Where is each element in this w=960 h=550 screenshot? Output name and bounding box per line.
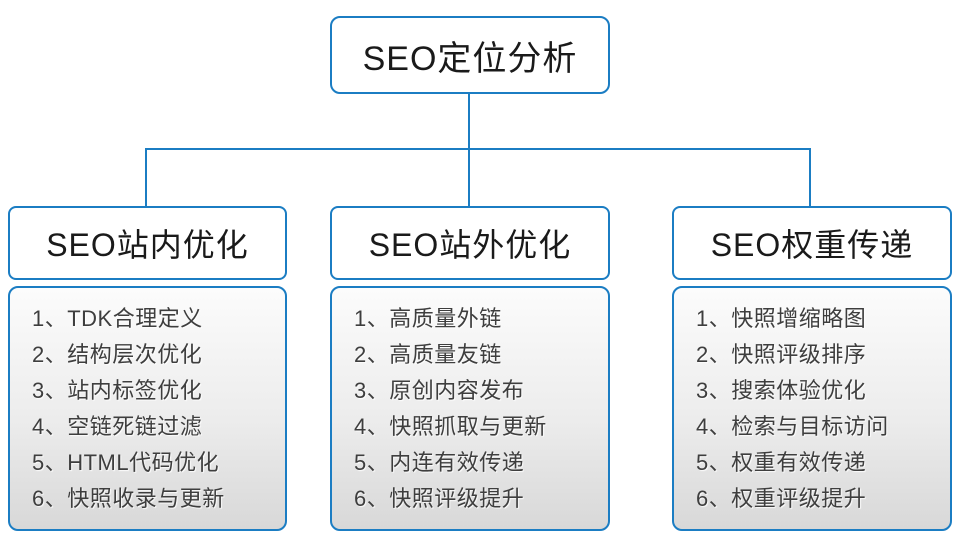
list-item: 4、空链死链过滤: [32, 414, 203, 439]
list-item: 1、高质量外链: [354, 306, 502, 331]
root-node-title: SEO定位分析: [362, 39, 578, 78]
branch-header-offsite-title: SEO站外优化: [368, 227, 572, 263]
branch-list-onsite: 1、TDK合理定义 2、结构层次优化 3、站内标签优化 4、空链死链过滤 5、H…: [8, 286, 287, 531]
list-item: 4、快照抓取与更新: [354, 414, 547, 439]
connector-drop-right-line: [809, 148, 811, 206]
branch-list-weight-transfer: 1、快照增缩略图 2、快照评级排序 3、搜索体验优化 4、检索与目标访问 5、权…: [672, 286, 952, 531]
list-item: 6、快照评级提升: [354, 486, 525, 511]
connector-stem-line: [468, 94, 470, 150]
connector-drop-middle-line: [468, 148, 470, 206]
list-item: 2、高质量友链: [354, 342, 502, 367]
list-item: 4、检索与目标访问: [696, 414, 889, 439]
branch-list-offsite: 1、高质量外链 2、高质量友链 3、原创内容发布 4、快照抓取与更新 5、内连有…: [330, 286, 610, 531]
connector-drop-left-line: [145, 148, 147, 206]
list-item: 3、原创内容发布: [354, 378, 525, 403]
branch-header-onsite-title: SEO站内优化: [46, 227, 249, 263]
root-node-seo-positioning: SEO定位分析: [330, 16, 610, 94]
list-item: 3、站内标签优化: [32, 378, 203, 403]
list-item: 6、权重评级提升: [696, 486, 867, 511]
list-item: 6、快照收录与更新: [32, 486, 225, 511]
list-item: 5、权重有效传递: [696, 450, 867, 475]
list-item: 1、快照增缩略图: [696, 306, 867, 331]
branch-header-offsite: SEO站外优化: [330, 206, 610, 280]
branch-header-weight-transfer-title: SEO权重传递: [710, 227, 914, 263]
connector-crossbar-line: [145, 148, 811, 150]
list-item: 2、结构层次优化: [32, 342, 203, 367]
branch-header-weight-transfer: SEO权重传递: [672, 206, 952, 280]
list-item: 1、TDK合理定义: [32, 306, 203, 331]
list-item: 5、HTML代码优化: [32, 450, 220, 475]
list-item: 2、快照评级排序: [696, 342, 867, 367]
branch-header-onsite: SEO站内优化: [8, 206, 287, 280]
list-item: 3、搜索体验优化: [696, 378, 867, 403]
list-item: 5、内连有效传递: [354, 450, 525, 475]
